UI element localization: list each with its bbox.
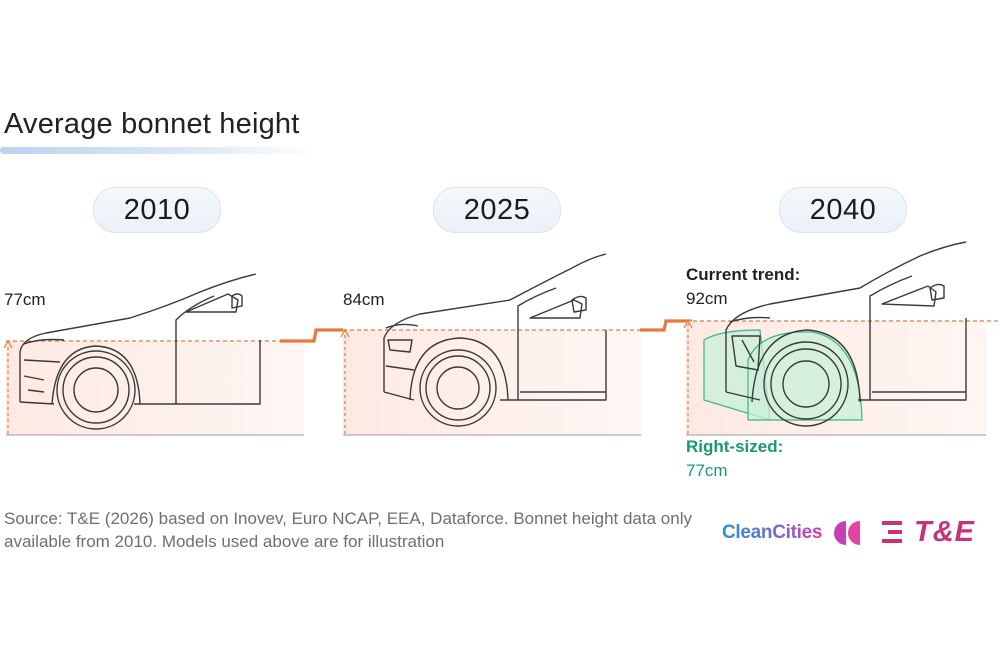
- source-note: Source: T&E (2026) based on Inovev, Euro…: [4, 509, 692, 551]
- title-underline: [0, 147, 318, 154]
- height-band-2025: [343, 330, 641, 435]
- clean-cities-logo: CleanCities: [722, 518, 864, 548]
- clean-cities-mark-icon: [834, 521, 861, 545]
- height-band-2010: [6, 341, 304, 435]
- height-label-2025: 84cm: [343, 290, 385, 309]
- year-pill-2010: 2010: [93, 187, 221, 233]
- connector-step-2025-2040: [640, 319, 692, 332]
- current-trend-value: 92cm: [686, 289, 728, 308]
- car-2010-icon: [19, 273, 261, 430]
- te-logo: T&E: [880, 514, 975, 550]
- height-label-2010: 77cm: [4, 290, 46, 309]
- car-2025-icon: [383, 253, 607, 427]
- te-logo-text: T&E: [914, 515, 975, 548]
- connector-step-2010-2025: [280, 328, 343, 343]
- panel-2040: [683, 241, 999, 436]
- panel-2010: [3, 273, 343, 436]
- year-pill-2025: 2025: [433, 187, 561, 233]
- te-stripes-icon: [882, 521, 902, 543]
- panel-2025: [340, 253, 692, 436]
- current-trend-label: Current trend:: [686, 265, 801, 284]
- right-sized-label: Right-sized:: [686, 437, 784, 456]
- chart-title: Average bonnet height: [4, 108, 300, 140]
- year-pill-2040: 2040: [779, 187, 907, 233]
- right-sized-value: 77cm: [686, 461, 728, 480]
- car-2040-icon: [725, 241, 967, 427]
- clean-cities-logo-text: CleanCities: [722, 522, 823, 543]
